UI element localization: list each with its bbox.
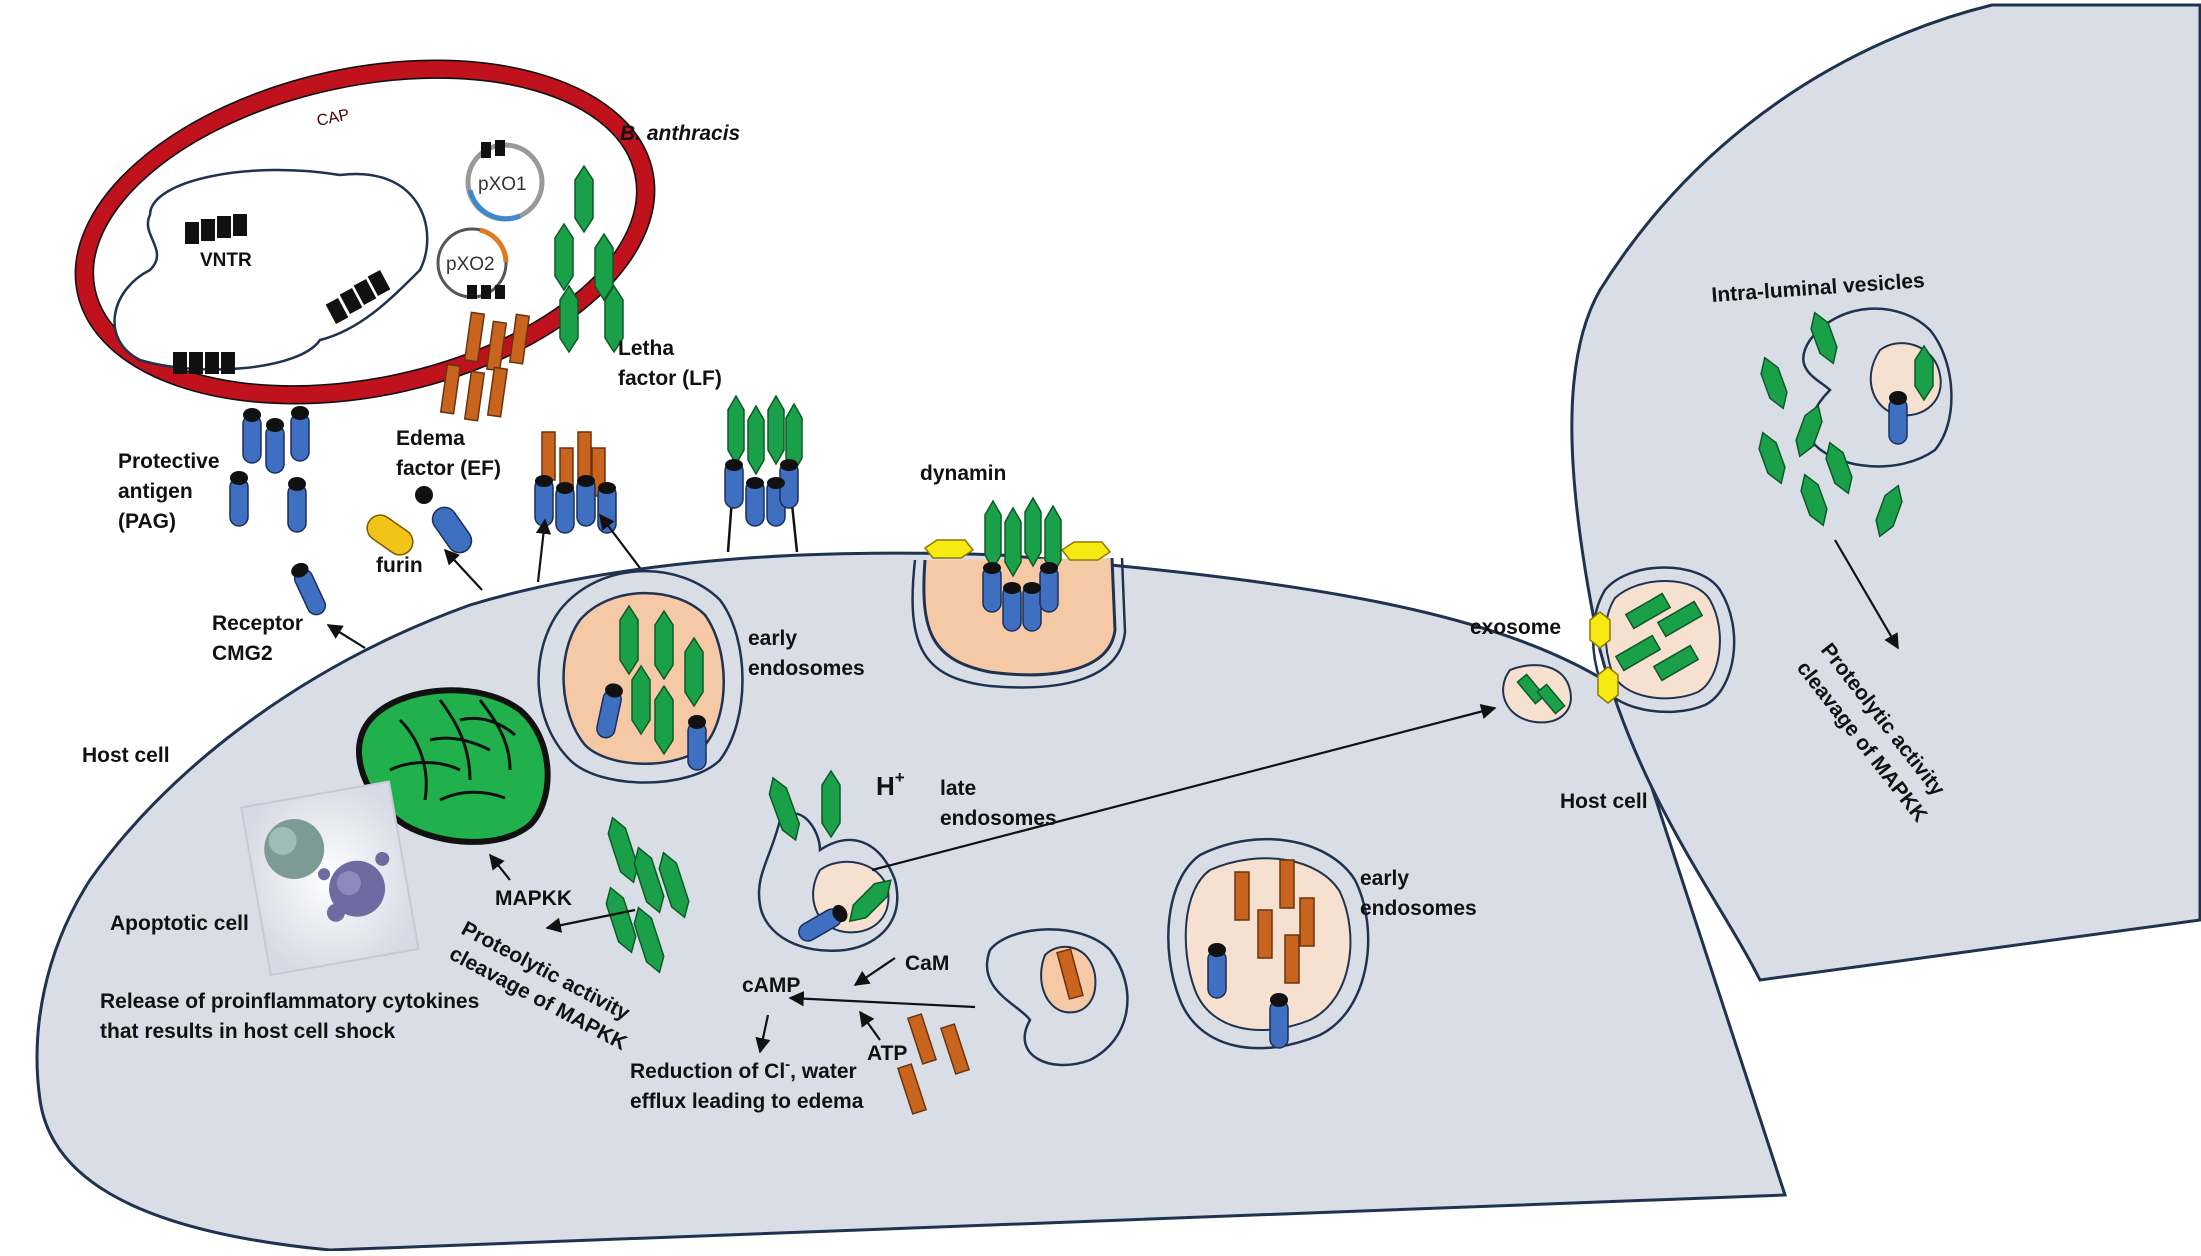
label-reduction: Reduction of Cl-, water <box>630 1056 857 1083</box>
label-late-endosomes-2: endosomes <box>940 807 1057 830</box>
intra-luminal-body <box>1802 307 1953 468</box>
label-pxo2: pXO2 <box>446 254 495 275</box>
label-protective-antigen-1: Protective <box>118 450 220 473</box>
label-edema-factor-2: factor (EF) <box>396 457 501 480</box>
furin-cleaved-pa <box>366 486 473 556</box>
intra-luminal-lethal-factor <box>1758 311 1903 538</box>
cytosolic-edema-factor <box>896 1013 971 1115</box>
lethal-factor-group <box>554 164 624 354</box>
label-cytokines-1: Release of proinflammatory cytokines <box>100 990 479 1013</box>
protective-antigen-free <box>229 471 327 616</box>
dynamin-pit <box>911 496 1127 689</box>
plasmid-pxo2 <box>436 227 509 299</box>
label-receptor-2: CMG2 <box>212 642 273 665</box>
arrows <box>326 513 1899 1054</box>
label-cam: CaM <box>905 952 949 975</box>
cytosolic-lethal-factor <box>605 816 690 974</box>
plasmid-pxo1 <box>465 140 545 222</box>
label-reduction-3: efflux leading to edema <box>630 1090 864 1113</box>
label-mapkk: MAPKK <box>495 887 572 910</box>
pa-ef-complex <box>534 431 617 534</box>
early-endosome-bottom <box>1167 837 1370 1050</box>
label-edema-factor-1: Edema <box>396 427 465 450</box>
host-cell-right <box>1570 3 2201 982</box>
label-cap: CAP <box>315 106 351 129</box>
label-receptor-1: Receptor <box>212 612 303 635</box>
protective-antigen-bacterium <box>242 406 310 474</box>
label-b-anthracis: B. anthracis <box>620 122 740 145</box>
label-late-endosomes-1: late <box>940 777 976 800</box>
label-dynamin: dynamin <box>920 462 1006 485</box>
label-atp: ATP <box>867 1042 907 1065</box>
label-host-cell-right: Host cell <box>1560 790 1648 813</box>
label-apoptotic-cell: Apoptotic cell <box>110 912 249 935</box>
label-host-cell-left: Host cell <box>82 744 170 767</box>
label-early-endosomes-top-1: early <box>748 627 797 650</box>
label-protective-antigen-3: (PAG) <box>118 510 176 533</box>
edema-factor-group <box>439 311 531 422</box>
label-h-plus: H+ <box>876 768 905 801</box>
apoptotic-cell-image <box>240 780 420 977</box>
label-cytokines-2: that results in host cell shock <box>100 1020 396 1043</box>
label-protective-antigen-2: antigen <box>118 480 193 503</box>
label-early-endosomes-top-2: endosomes <box>748 657 865 680</box>
label-lethal-factor-2: factor (LF) <box>618 367 722 390</box>
multivesicular-body-membrane <box>1589 566 1736 714</box>
ef-endosome <box>985 928 1129 1067</box>
label-early-endosomes-bottom-1: early <box>1360 867 1409 890</box>
label-camp: cAMP <box>742 974 800 997</box>
pa-lf-complex <box>724 394 803 553</box>
label-lethal-factor-1: Letha <box>618 337 674 360</box>
label-exosome: exosome <box>1470 616 1561 639</box>
label-vntr: VNTR <box>200 250 252 271</box>
vntr-blocks <box>173 214 391 374</box>
early-endosome-top <box>537 569 744 784</box>
label-furin: furin <box>376 554 423 577</box>
bacterium-capsule <box>75 60 655 404</box>
label-early-endosomes-bottom-2: endosomes <box>1360 897 1477 920</box>
chromosome <box>113 168 429 371</box>
label-pxo1: pXO1 <box>478 174 527 195</box>
exosome <box>1502 664 1572 724</box>
late-endosome <box>757 769 899 953</box>
